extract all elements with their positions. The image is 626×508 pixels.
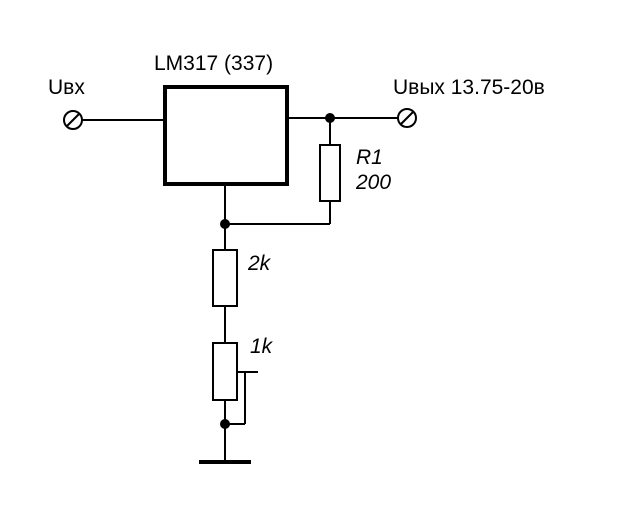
regulator-ic — [163, 85, 289, 186]
input-terminal — [63, 110, 83, 130]
resistor-2k — [212, 249, 238, 307]
adjust-junction-dot — [220, 219, 230, 229]
pot-value-label: 1k — [250, 335, 274, 358]
potentiometer-1k — [212, 342, 238, 401]
regulator-label: LM317 (337) — [154, 52, 273, 75]
resistor-r1 — [319, 144, 341, 202]
r2-value-label: 2k — [247, 252, 272, 275]
ground-junction-dot — [220, 419, 230, 429]
input-label: Uвх — [48, 76, 85, 99]
r1-name-label: R1 — [356, 146, 383, 169]
r1-value-label: 200 — [355, 171, 391, 194]
output-terminal — [397, 108, 417, 128]
output-label: Uвых 13.75-20в — [393, 76, 545, 99]
